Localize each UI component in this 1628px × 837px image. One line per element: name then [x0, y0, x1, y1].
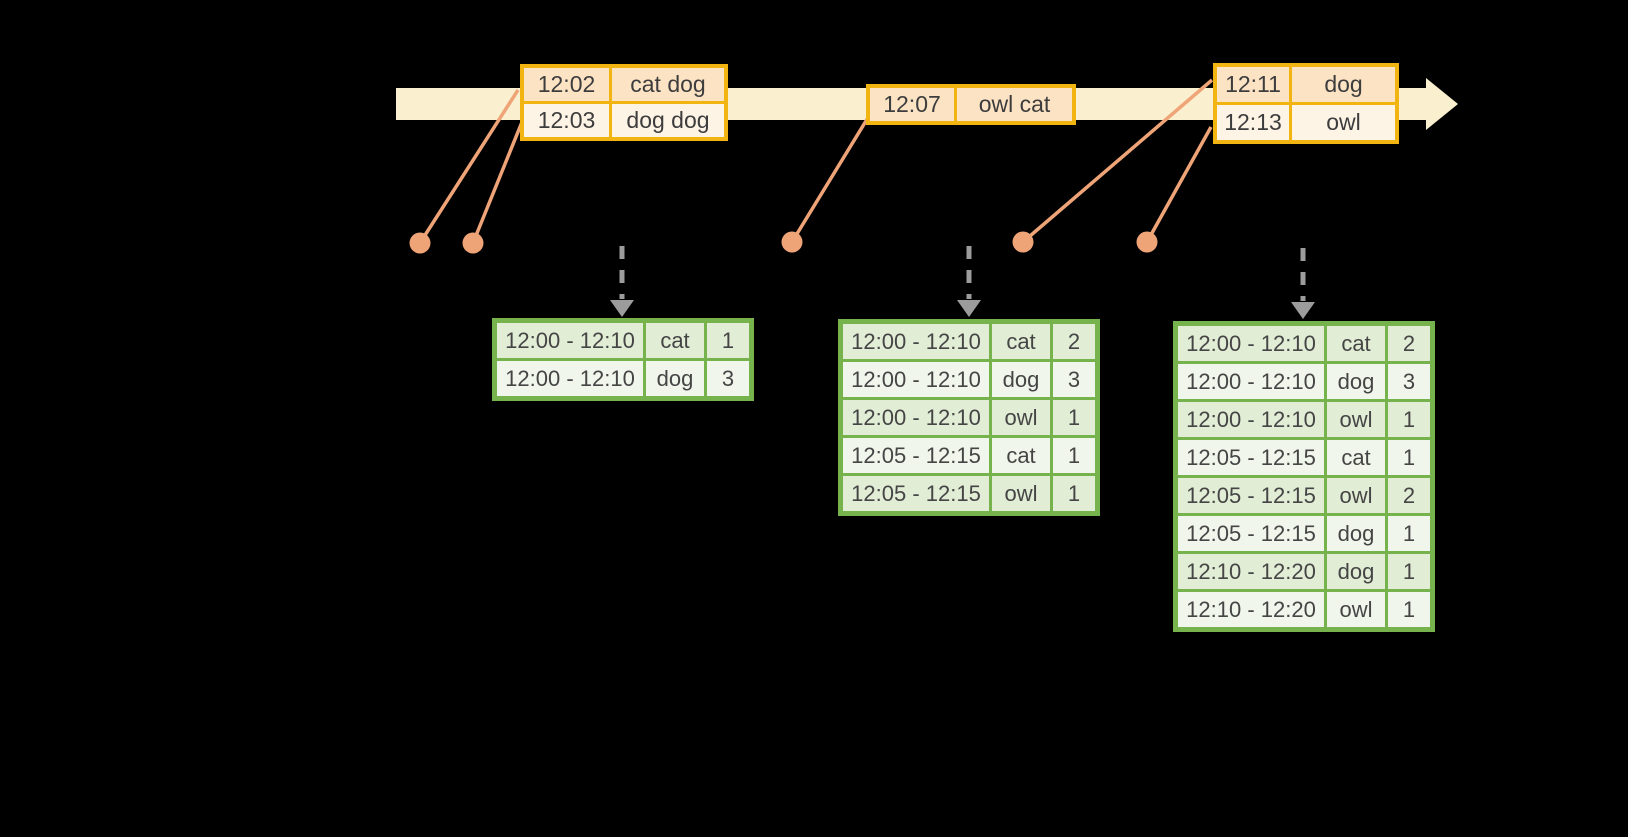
table-row: 12:03 dog dog: [520, 101, 728, 141]
table-row: 12:13 owl: [1213, 102, 1399, 144]
count-cell: 3: [1385, 361, 1434, 402]
event-table-1: 12:02 cat dog 12:03 dog dog: [520, 64, 728, 141]
table-row: 12:05 - 12:15 cat 1: [839, 435, 1099, 476]
event-marker-dot-icon: [781, 231, 803, 253]
table-row: 12:00 - 12:10 cat 2: [1174, 322, 1434, 364]
count-cell: 1: [1050, 473, 1099, 515]
window-cell: 12:05 - 12:15: [839, 473, 992, 515]
window-cell: 12:00 - 12:10: [1174, 322, 1327, 364]
word-cell: dog: [1324, 551, 1388, 592]
event-line: [1021, 78, 1214, 244]
count-cell: 1: [1385, 513, 1434, 554]
time-cell: 12:02: [520, 64, 612, 104]
window-cell: 12:00 - 12:10: [493, 358, 646, 400]
word-cell: cat: [989, 435, 1053, 476]
event-markers: [409, 231, 1158, 254]
table-row: 12:00 - 12:10 cat 2: [839, 320, 1099, 362]
window-cell: 12:00 - 12:10: [839, 320, 992, 362]
window-cell: 12:00 - 12:10: [839, 359, 992, 400]
table-row: 12:02 cat dog: [520, 64, 728, 104]
table-row: 12:10 - 12:20 owl 1: [1174, 589, 1434, 631]
table-row: 12:00 - 12:10 dog 3: [1174, 361, 1434, 402]
count-cell: 2: [1050, 320, 1099, 362]
window-cell: 12:05 - 12:15: [839, 435, 992, 476]
word-cell: cat: [1324, 437, 1388, 478]
event-marker-dot-icon: [1136, 231, 1158, 253]
count-cell: 1: [1050, 435, 1099, 476]
trigger-arrows: [610, 246, 1315, 319]
window-cell: 12:05 - 12:15: [1174, 513, 1327, 554]
table-row: 12:00 - 12:10 dog 3: [839, 359, 1099, 400]
count-cell: 1: [1050, 397, 1099, 438]
trigger-arrowhead-icon: [1291, 302, 1315, 319]
word-cell: owl: [989, 473, 1053, 515]
table-row: 12:00 - 12:10 dog 3: [493, 358, 753, 400]
event-line: [418, 89, 520, 244]
count-cell: 2: [1385, 475, 1434, 516]
count-cell: 2: [1385, 322, 1434, 364]
word-cell: dog: [989, 359, 1053, 400]
timeline-arrowhead-icon: [1426, 78, 1458, 130]
event-marker-dot-icon: [462, 232, 484, 254]
words-cell: dog dog: [609, 101, 728, 141]
time-cell: 12:13: [1213, 102, 1292, 144]
event-marker-dot-icon: [1012, 231, 1034, 253]
event-line: [790, 115, 871, 243]
time-cell: 12:11: [1213, 63, 1292, 105]
count-cell: 1: [1385, 399, 1434, 440]
event-marker-dot-icon: [409, 232, 431, 254]
table-row: 12:07 owl cat: [866, 84, 1076, 125]
event-line: [471, 121, 524, 244]
window-cell: 12:00 - 12:10: [1174, 361, 1327, 402]
word-cell: owl: [1324, 475, 1388, 516]
words-cell: dog: [1289, 63, 1399, 105]
event-lines: [418, 78, 1214, 244]
count-cell: 3: [704, 358, 753, 400]
time-cell: 12:07: [866, 84, 957, 125]
word-cell: cat: [1324, 322, 1388, 364]
result-table-1: 12:00 - 12:10 cat 1 12:00 - 12:10 dog 3: [492, 318, 754, 401]
table-row: 12:05 - 12:15 cat 1: [1174, 437, 1434, 478]
table-row: 12:05 - 12:15 owl 1: [839, 473, 1099, 515]
count-cell: 3: [1050, 359, 1099, 400]
trigger-arrowhead-icon: [610, 300, 634, 317]
window-cell: 12:10 - 12:20: [1174, 589, 1327, 631]
count-cell: 1: [704, 319, 753, 361]
window-cell: 12:05 - 12:15: [1174, 475, 1327, 516]
word-cell: owl: [989, 397, 1053, 438]
table-row: 12:00 - 12:10 owl 1: [839, 397, 1099, 438]
words-cell: owl cat: [954, 84, 1076, 125]
time-cell: 12:03: [520, 101, 612, 141]
word-cell: dog: [1324, 513, 1388, 554]
count-cell: 1: [1385, 551, 1434, 592]
word-cell: cat: [643, 319, 707, 361]
word-cell: dog: [643, 358, 707, 400]
table-row: 12:00 - 12:10 cat 1: [493, 319, 753, 361]
word-cell: cat: [989, 320, 1053, 362]
window-cell: 12:10 - 12:20: [1174, 551, 1327, 592]
table-row: 12:05 - 12:15 owl 2: [1174, 475, 1434, 516]
table-row: 12:10 - 12:20 dog 1: [1174, 551, 1434, 592]
table-row: 12:11 dog: [1213, 63, 1399, 105]
result-table-3: 12:00 - 12:10 cat 2 12:00 - 12:10 dog 3 …: [1173, 321, 1435, 632]
words-cell: owl: [1289, 102, 1399, 144]
word-cell: owl: [1324, 589, 1388, 631]
count-cell: 1: [1385, 437, 1434, 478]
result-table-2: 12:00 - 12:10 cat 2 12:00 - 12:10 dog 3 …: [838, 319, 1100, 516]
table-row: 12:00 - 12:10 owl 1: [1174, 399, 1434, 440]
window-cell: 12:00 - 12:10: [493, 319, 646, 361]
word-cell: owl: [1324, 399, 1388, 440]
event-table-2: 12:07 owl cat: [866, 84, 1076, 125]
word-cell: dog: [1324, 361, 1388, 402]
words-cell: cat dog: [609, 64, 728, 104]
count-cell: 1: [1385, 589, 1434, 631]
trigger-arrowhead-icon: [957, 300, 981, 317]
event-table-3: 12:11 dog 12:13 owl: [1213, 63, 1399, 144]
window-cell: 12:00 - 12:10: [839, 397, 992, 438]
window-cell: 12:00 - 12:10: [1174, 399, 1327, 440]
window-cell: 12:05 - 12:15: [1174, 437, 1327, 478]
event-line: [1145, 126, 1213, 243]
table-row: 12:05 - 12:15 dog 1: [1174, 513, 1434, 554]
